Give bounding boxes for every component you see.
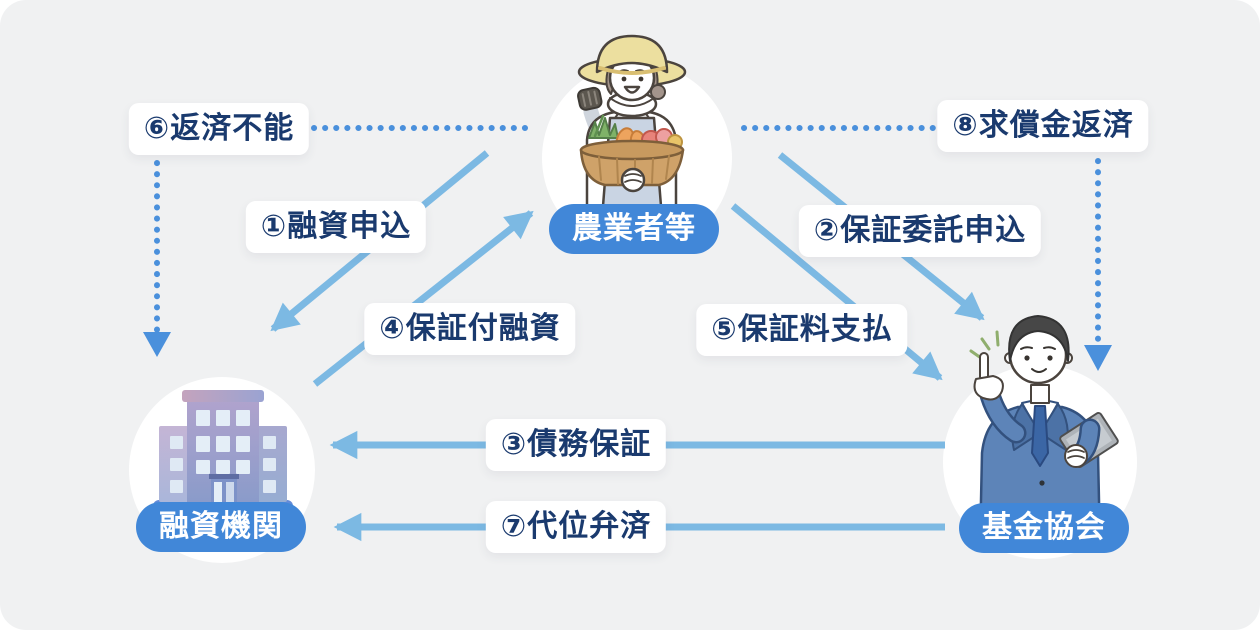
bank-building-icon [153, 390, 293, 512]
flow-label-7-subrogation: ⑦代位弁済 [485, 501, 667, 553]
flow-label-4-guaranteed-loan: ④保証付融資 [364, 303, 576, 355]
flow-label-6-default: ⑥返済不能 [128, 103, 310, 155]
flow-label-5-guarantee-fee: ⑤保証料支払 [696, 304, 908, 356]
flow-label-3-debt-guarantee: ③債務保証 [485, 419, 667, 471]
flow-label-1-loan-application: ①融資申込 [245, 201, 427, 253]
farmer-with-vegetable-basket-icon [577, 34, 687, 208]
flow-label-2-guarantee-consignment: ②保証委託申込 [798, 205, 1042, 257]
fund-badge: 基金協会 [959, 503, 1129, 553]
flow-label-8-reimbursement: ⑧求償金返済 [937, 100, 1149, 152]
farmer-badge: 農業者等 [549, 204, 719, 254]
lender-badge: 融資機関 [136, 502, 306, 552]
